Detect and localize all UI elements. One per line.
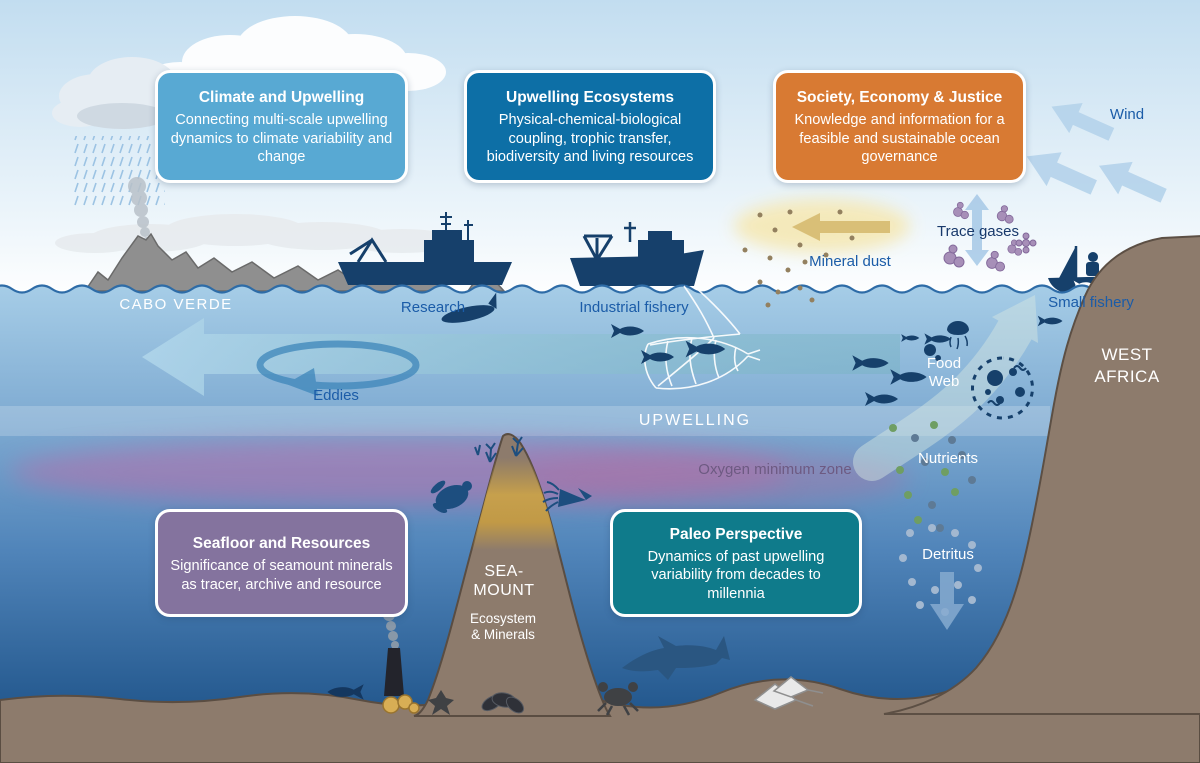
theme-body: Connecting multi-scale upwelling dynamic… <box>170 112 393 166</box>
volcano-smoke-icon <box>128 177 152 247</box>
label-industrial-fishery: Industrial fishery <box>579 299 689 316</box>
label-mineral-dust: Mineral dust <box>809 253 891 270</box>
eddies-icon <box>256 340 420 396</box>
theme-box-society: Society, Economy & Justice Knowledge and… <box>773 70 1026 183</box>
oxygen-minimum-zone <box>10 438 910 506</box>
label-detritus: Detritus <box>922 546 974 563</box>
label-research: Research <box>400 299 466 316</box>
label-trace-gases: Trace gases <box>937 223 1019 240</box>
theme-body: Physical-chemical-biological coupling, t… <box>486 112 694 166</box>
detritus-icon <box>899 524 982 630</box>
label-wind: Wind <box>1109 106 1145 123</box>
crab-icon <box>597 682 639 716</box>
trawler-icon <box>570 222 704 286</box>
dust-particles <box>742 209 855 308</box>
food-web-icons <box>901 321 1034 420</box>
squid-icon <box>542 481 592 512</box>
label-west-africa: WEST AFRICA <box>1094 345 1160 387</box>
theme-body: Dynamics of past upwelling variability f… <box>647 548 825 602</box>
trace-gases-icon <box>943 194 1037 272</box>
theme-title: Society, Economy & Justice <box>796 89 1003 107</box>
theme-title: Upwelling Ecosystems <box>506 89 674 107</box>
west-africa-land <box>883 235 1200 715</box>
coral-icon <box>474 436 524 463</box>
theme-box-seafloor: Seafloor and Resources Significance of s… <box>155 509 408 617</box>
label-seamount: SEA- MOUNT <box>473 563 535 600</box>
ocean <box>0 285 1200 763</box>
upwelling-band <box>0 406 1050 436</box>
nodules-icon <box>382 694 420 714</box>
mineral-dust-icon <box>734 199 910 253</box>
shark-icon <box>622 636 730 680</box>
label-nutrients: Nutrients <box>917 450 979 467</box>
label-seamount-sub: Ecosystem & Minerals <box>469 611 537 643</box>
theme-box-climate: Climate and Upwelling Connecting multi-s… <box>155 70 408 183</box>
theme-title: Climate and Upwelling <box>198 89 365 107</box>
rain-icon <box>70 136 165 206</box>
trawl-net-icon <box>643 285 761 390</box>
seafloor-creatures <box>327 586 824 716</box>
label-oxygen-minimum-zone: Oxygen minimum zone <box>698 461 852 478</box>
auv-icon <box>441 292 497 323</box>
starfish-icon <box>428 690 454 715</box>
label-upwelling: UPWELLING <box>638 412 752 429</box>
nutrients-dots <box>889 421 976 532</box>
theme-box-ecosystems: Upwelling Ecosystems Physical-chemical-b… <box>464 70 716 183</box>
theme-body: Significance of seamount minerals as tra… <box>170 557 393 593</box>
label-food-web: Food Web <box>926 355 962 390</box>
smoker-chimney <box>384 648 404 696</box>
upward-flux-arrow <box>853 295 1038 481</box>
theme-title: Paleo Perspective <box>669 525 803 543</box>
theme-title: Seafloor and Resources <box>192 534 371 552</box>
label-small-fishery: Small fishery <box>1048 294 1134 311</box>
label-cabo-verde: CABO VERDE <box>119 296 233 313</box>
label-eddies: Eddies <box>313 387 359 404</box>
turtle-icon <box>430 480 472 514</box>
research-vessel-icon <box>338 212 512 285</box>
theme-body: Knowledge and information for a feasible… <box>794 112 1005 166</box>
mussels-icon <box>481 692 525 714</box>
theme-box-paleo: Paleo Perspective Dynamics of past upwel… <box>610 509 862 617</box>
rays-icon <box>753 676 824 710</box>
